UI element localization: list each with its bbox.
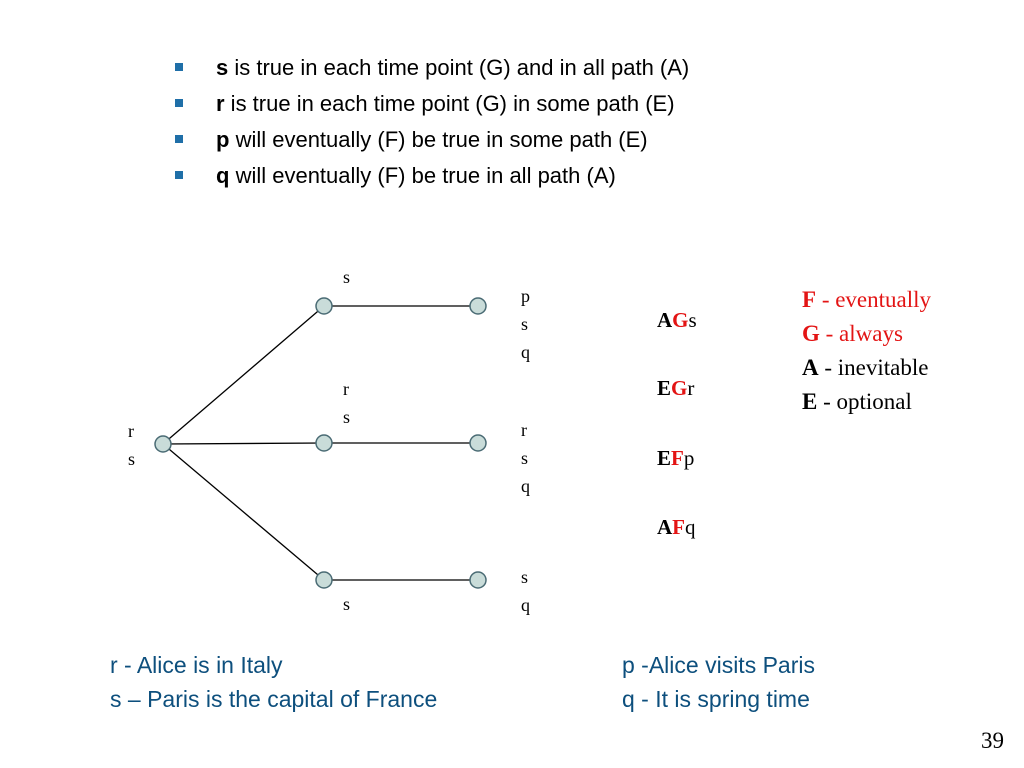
bullet-text: is true in each time point (G) and in al… — [228, 55, 690, 80]
bullet-text: will eventually (F) be true in some path… — [229, 127, 648, 152]
bullet-variable: p — [216, 127, 230, 152]
node-top-1 — [315, 297, 333, 315]
bottom-edge-label: s — [343, 594, 351, 614]
bullet-item: r is true in each time point (G) in some… — [172, 86, 689, 122]
top-leaf-label: p s q — [521, 286, 530, 362]
square-bullet-icon — [175, 135, 183, 143]
bullet-item: q will eventually (F) be true in all pat… — [172, 158, 689, 194]
mid-edge-label: r s — [343, 379, 351, 427]
formula-ags: AGs — [657, 308, 697, 332]
definition-r: r - Alice is in Italy — [110, 652, 283, 678]
operator-legend: F - eventually G - always A - inevitable… — [802, 283, 931, 419]
edge-root-top — [162, 305, 325, 445]
legend-item-a: A - inevitable — [802, 355, 929, 380]
definition-s: s – Paris is the capital of France — [110, 686, 438, 712]
legend-item-f: F - eventually — [802, 287, 932, 312]
bullet-item: s is true in each time point (G) and in … — [172, 50, 689, 86]
bullet-variable: s — [216, 55, 229, 80]
edge-root-bottom — [162, 443, 325, 581]
legend-item-e: E - optional — [802, 389, 912, 414]
node-bottom-2 — [469, 571, 487, 589]
formula-afq: AFq — [657, 515, 696, 539]
definition-q: q - It is spring time — [622, 686, 810, 712]
bullet-item: p will eventually (F) be true in some pa… — [172, 122, 689, 158]
bullet-variable: r — [216, 91, 225, 116]
square-bullet-icon — [175, 63, 183, 71]
bottom-leaf-label: s q — [521, 567, 530, 615]
definition-p: p -Alice visits Paris — [622, 652, 815, 678]
mid-leaf-label: r s q — [521, 420, 530, 496]
bullet-text: will eventually (F) be true in all path … — [229, 163, 616, 188]
legend-item-g: G - always — [802, 321, 903, 346]
definitions-right: p -Alice visits Paris q - It is spring t… — [622, 648, 815, 716]
node-bottom-1 — [315, 571, 333, 589]
page-number: 39 — [981, 728, 1004, 753]
node-top-2 — [469, 297, 487, 315]
edge-root-mid — [162, 442, 325, 445]
node-root — [154, 435, 172, 453]
bullet-variable: q — [216, 163, 230, 188]
node-mid-2 — [469, 434, 487, 452]
formula-egr: EGr — [657, 376, 695, 400]
top-edge-label: s — [343, 267, 351, 287]
square-bullet-icon — [175, 99, 183, 107]
square-bullet-icon — [175, 171, 183, 179]
formula-efp: EFp — [657, 446, 695, 470]
bullet-list: s is true in each time point (G) and in … — [172, 50, 689, 194]
root-label: r s — [128, 421, 136, 469]
node-mid-1 — [315, 434, 333, 452]
definitions-left: r - Alice is in Italy s – Paris is the c… — [110, 648, 437, 716]
bullet-text: is true in each time point (G) in some p… — [224, 91, 675, 116]
